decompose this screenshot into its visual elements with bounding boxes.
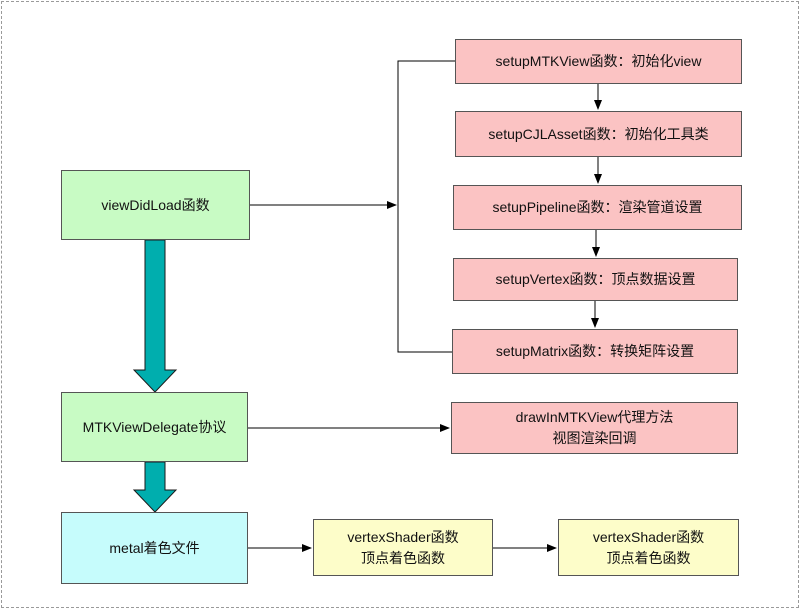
setup-pipeline-label: setupPipeline函数：渲染管道设置 [492,199,703,215]
vertex-shader-1-line1: vertexShader函数 [347,528,459,545]
mtkview-delegate-node: MTKViewDelegate协议 [61,392,248,462]
vertex-shader-node-1: vertexShader函数 顶点着色函数 [313,519,493,576]
setup-vertex-node: setupVertex函数：顶点数据设置 [453,258,738,301]
draw-in-mtkview-line1: drawInMTKView代理方法 [515,409,674,425]
setup-pipeline-node: setupPipeline函数：渲染管道设置 [453,185,742,230]
bracket-connector [397,60,455,353]
setup-mtkview-node: setupMTKView函数：初始化view [455,39,742,84]
metal-file-node: metal着色文件 [61,512,248,584]
setup-matrix-node: setupMatrix函数：转换矩阵设置 [452,329,738,374]
draw-in-mtkview-line2: 视图渲染回调 [552,430,637,446]
setup-mtkview-label: setupMTKView函数：初始化view [495,53,702,69]
block-arrow-delegate-to-metal [132,461,178,513]
setup-matrix-label: setupMatrix函数：转换矩阵设置 [495,343,695,359]
viewdidload-node: viewDidLoad函数 [61,170,250,240]
setup-cjlasset-node: setupCJLAsset函数：初始化工具类 [455,111,742,157]
vertex-shader-node-2: vertexShader函数 顶点着色函数 [558,519,739,576]
vertex-shader-2-line1: vertexShader函数 [592,528,705,545]
setup-vertex-label: setupVertex函数：顶点数据设置 [495,271,696,287]
setup-cjlasset-label: setupCJLAsset函数：初始化工具类 [488,125,709,142]
block-arrow-viewdidload-to-delegate [132,239,178,393]
vertex-shader-2-line2: 顶点着色函数 [606,549,691,566]
vertex-shader-1-line2: 顶点着色函数 [361,549,445,566]
metal-file-label: metal着色文件 [109,539,200,556]
mtkview-delegate-label: MTKViewDelegate协议 [82,418,227,435]
viewdidload-label: viewDidLoad函数 [101,196,210,213]
draw-in-mtkview-node: drawInMTKView代理方法 视图渲染回调 [451,402,738,454]
